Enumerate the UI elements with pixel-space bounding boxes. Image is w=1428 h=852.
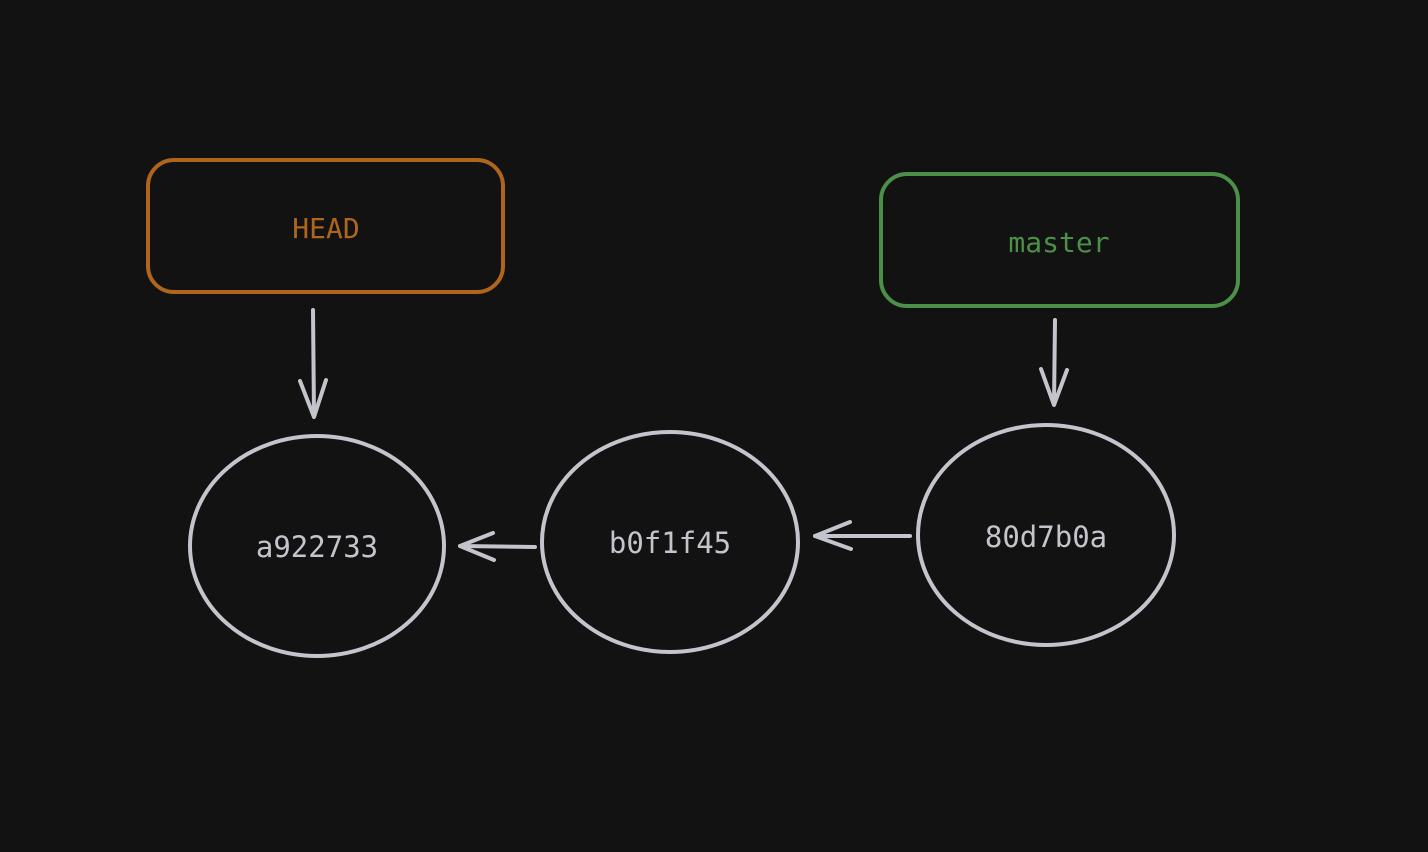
commit-circle	[916, 423, 1176, 647]
commit-node: 80d7b0a	[916, 423, 1176, 647]
master-ref: master	[879, 172, 1240, 308]
head-ref-box	[146, 158, 505, 294]
master-ref-box	[879, 172, 1240, 308]
commit-id: 80d7b0a	[985, 520, 1107, 554]
commit-circle	[188, 434, 446, 658]
parent-arrow	[458, 531, 537, 562]
head-ref-label: HEAD	[292, 212, 359, 245]
commit-id: a922733	[256, 530, 378, 564]
master-ref-label: master	[1008, 226, 1109, 259]
parent-arrow	[813, 520, 912, 551]
head-ref: HEAD	[146, 158, 505, 294]
commit-node: b0f1f45	[540, 430, 800, 654]
commit-circle	[540, 430, 800, 654]
master-pointer-arrow	[1039, 318, 1069, 407]
commit-id: b0f1f45	[609, 526, 731, 560]
head-pointer-arrow	[298, 308, 328, 419]
commit-node: a922733	[188, 434, 446, 658]
